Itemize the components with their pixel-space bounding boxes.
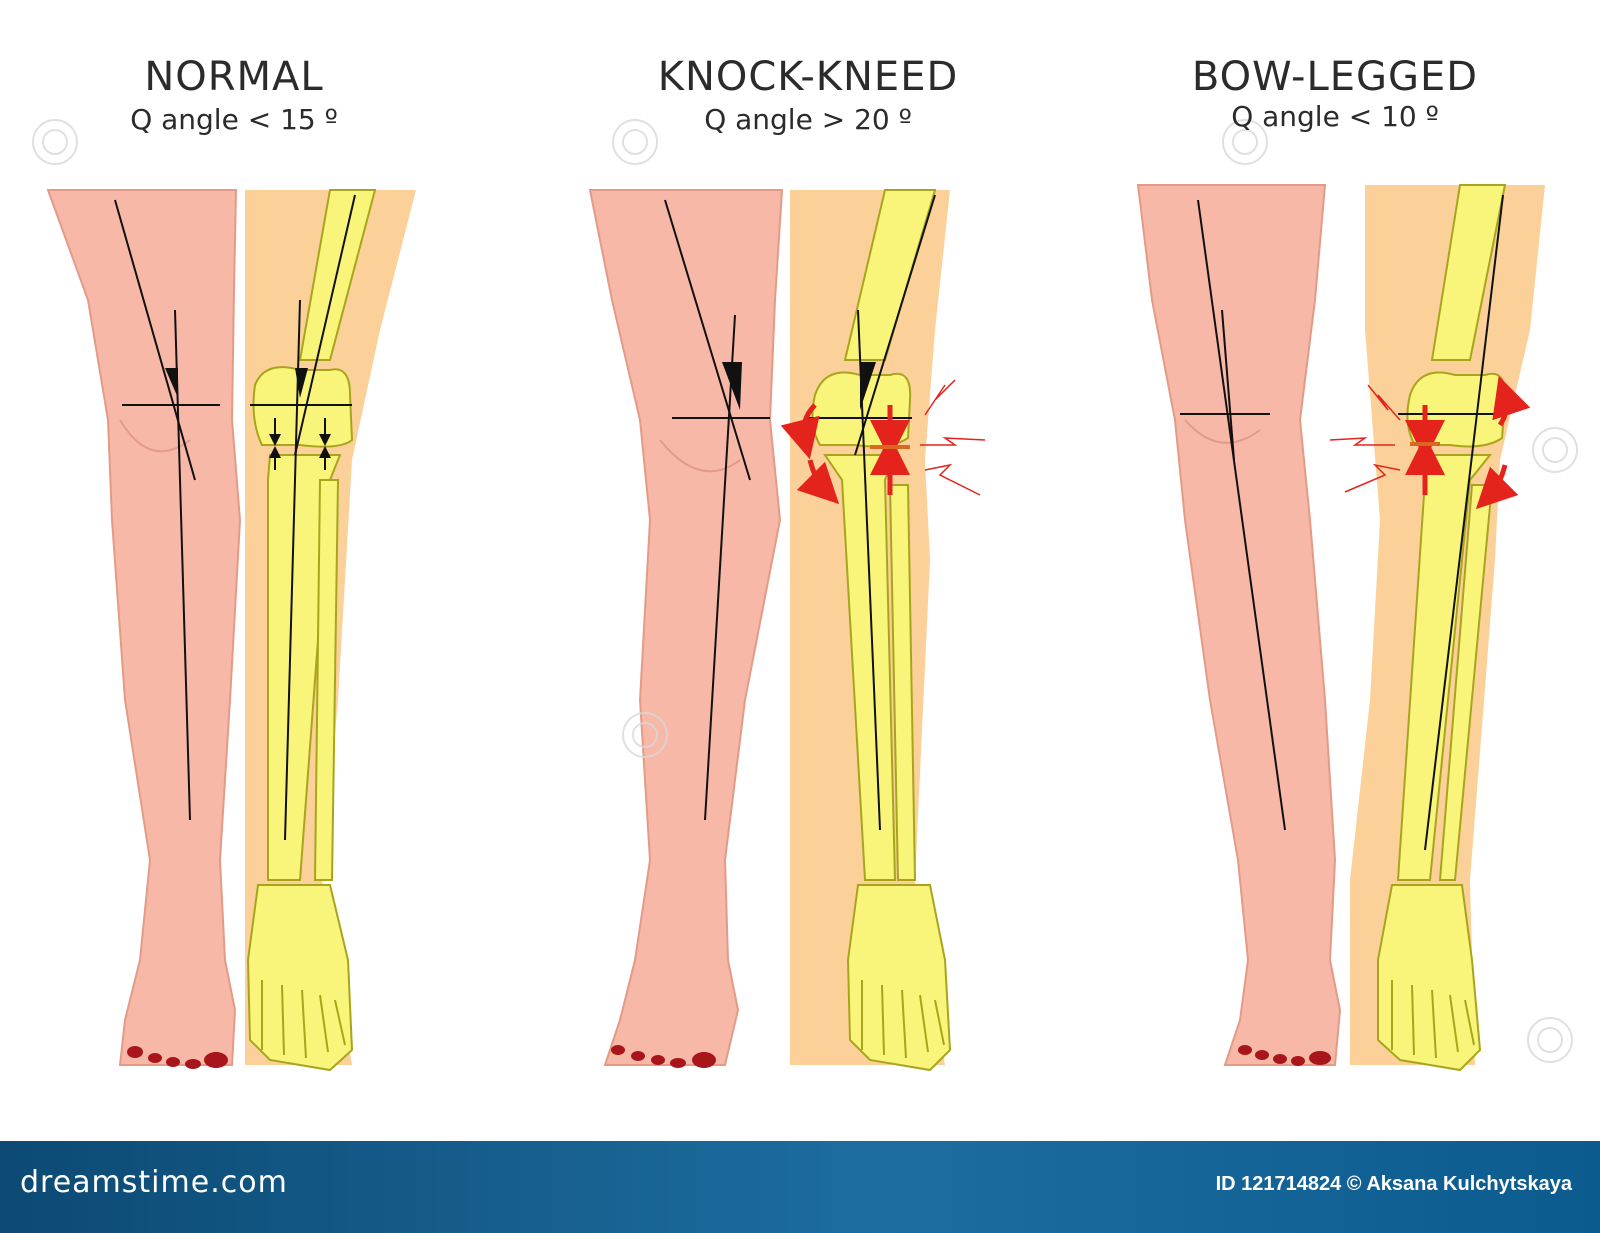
panel-normal (46, 189, 416, 1072)
q-angle-wedge (860, 362, 876, 410)
pain-lightning-icon (920, 379, 986, 496)
watermark-spiral-icon (32, 119, 1578, 1063)
panel-subtitle-knock-kneed: Q angle > 20 º (704, 103, 912, 136)
joint-pressure-arrows (269, 418, 331, 470)
q-angle-wedge (722, 362, 742, 410)
knee-shading (659, 439, 741, 473)
toe-bones (861, 980, 945, 1059)
panel-bow-legged (1136, 184, 1545, 1072)
footer-bar: dreamstime.com ID 121714824 © Aksana Kul… (0, 1141, 1600, 1233)
footer-logo[interactable]: dreamstime.com (20, 1165, 288, 1200)
toenails (127, 1046, 228, 1069)
leg-alignment-illustration (32, 119, 1578, 1072)
stress-arrow-icon (780, 403, 910, 505)
knee-shading (119, 419, 191, 453)
toenails (611, 1045, 716, 1068)
toe-bones (1391, 980, 1475, 1059)
toenails (1238, 1045, 1331, 1066)
panel-knock-kneed (588, 189, 986, 1072)
footer-credit: ID 121714824 © Aksana Kulchytskaya (1215, 1173, 1572, 1195)
panel-subtitle-normal: Q angle < 15 º (130, 103, 338, 136)
pain-lightning-icon (1329, 384, 1401, 493)
panel-title-bow-legged: BOW-LEGGED (1191, 54, 1479, 100)
stress-arrow-icon (1405, 376, 1531, 510)
panel-title-normal: NORMAL (144, 54, 324, 100)
toe-bones (261, 980, 346, 1059)
panel-title-knock-kneed: KNOCK-KNEED (657, 54, 959, 100)
skin-leg (46, 189, 242, 1066)
q-angle-wedge (295, 368, 308, 398)
skin-leg (588, 189, 784, 1066)
knee-shading (1184, 419, 1261, 444)
alignment-lines (1180, 194, 1504, 851)
skin-leg (1136, 184, 1342, 1066)
q-angle-wedge (165, 368, 178, 398)
panel-subtitle-bow-legged: Q angle < 10 º (1231, 100, 1439, 133)
